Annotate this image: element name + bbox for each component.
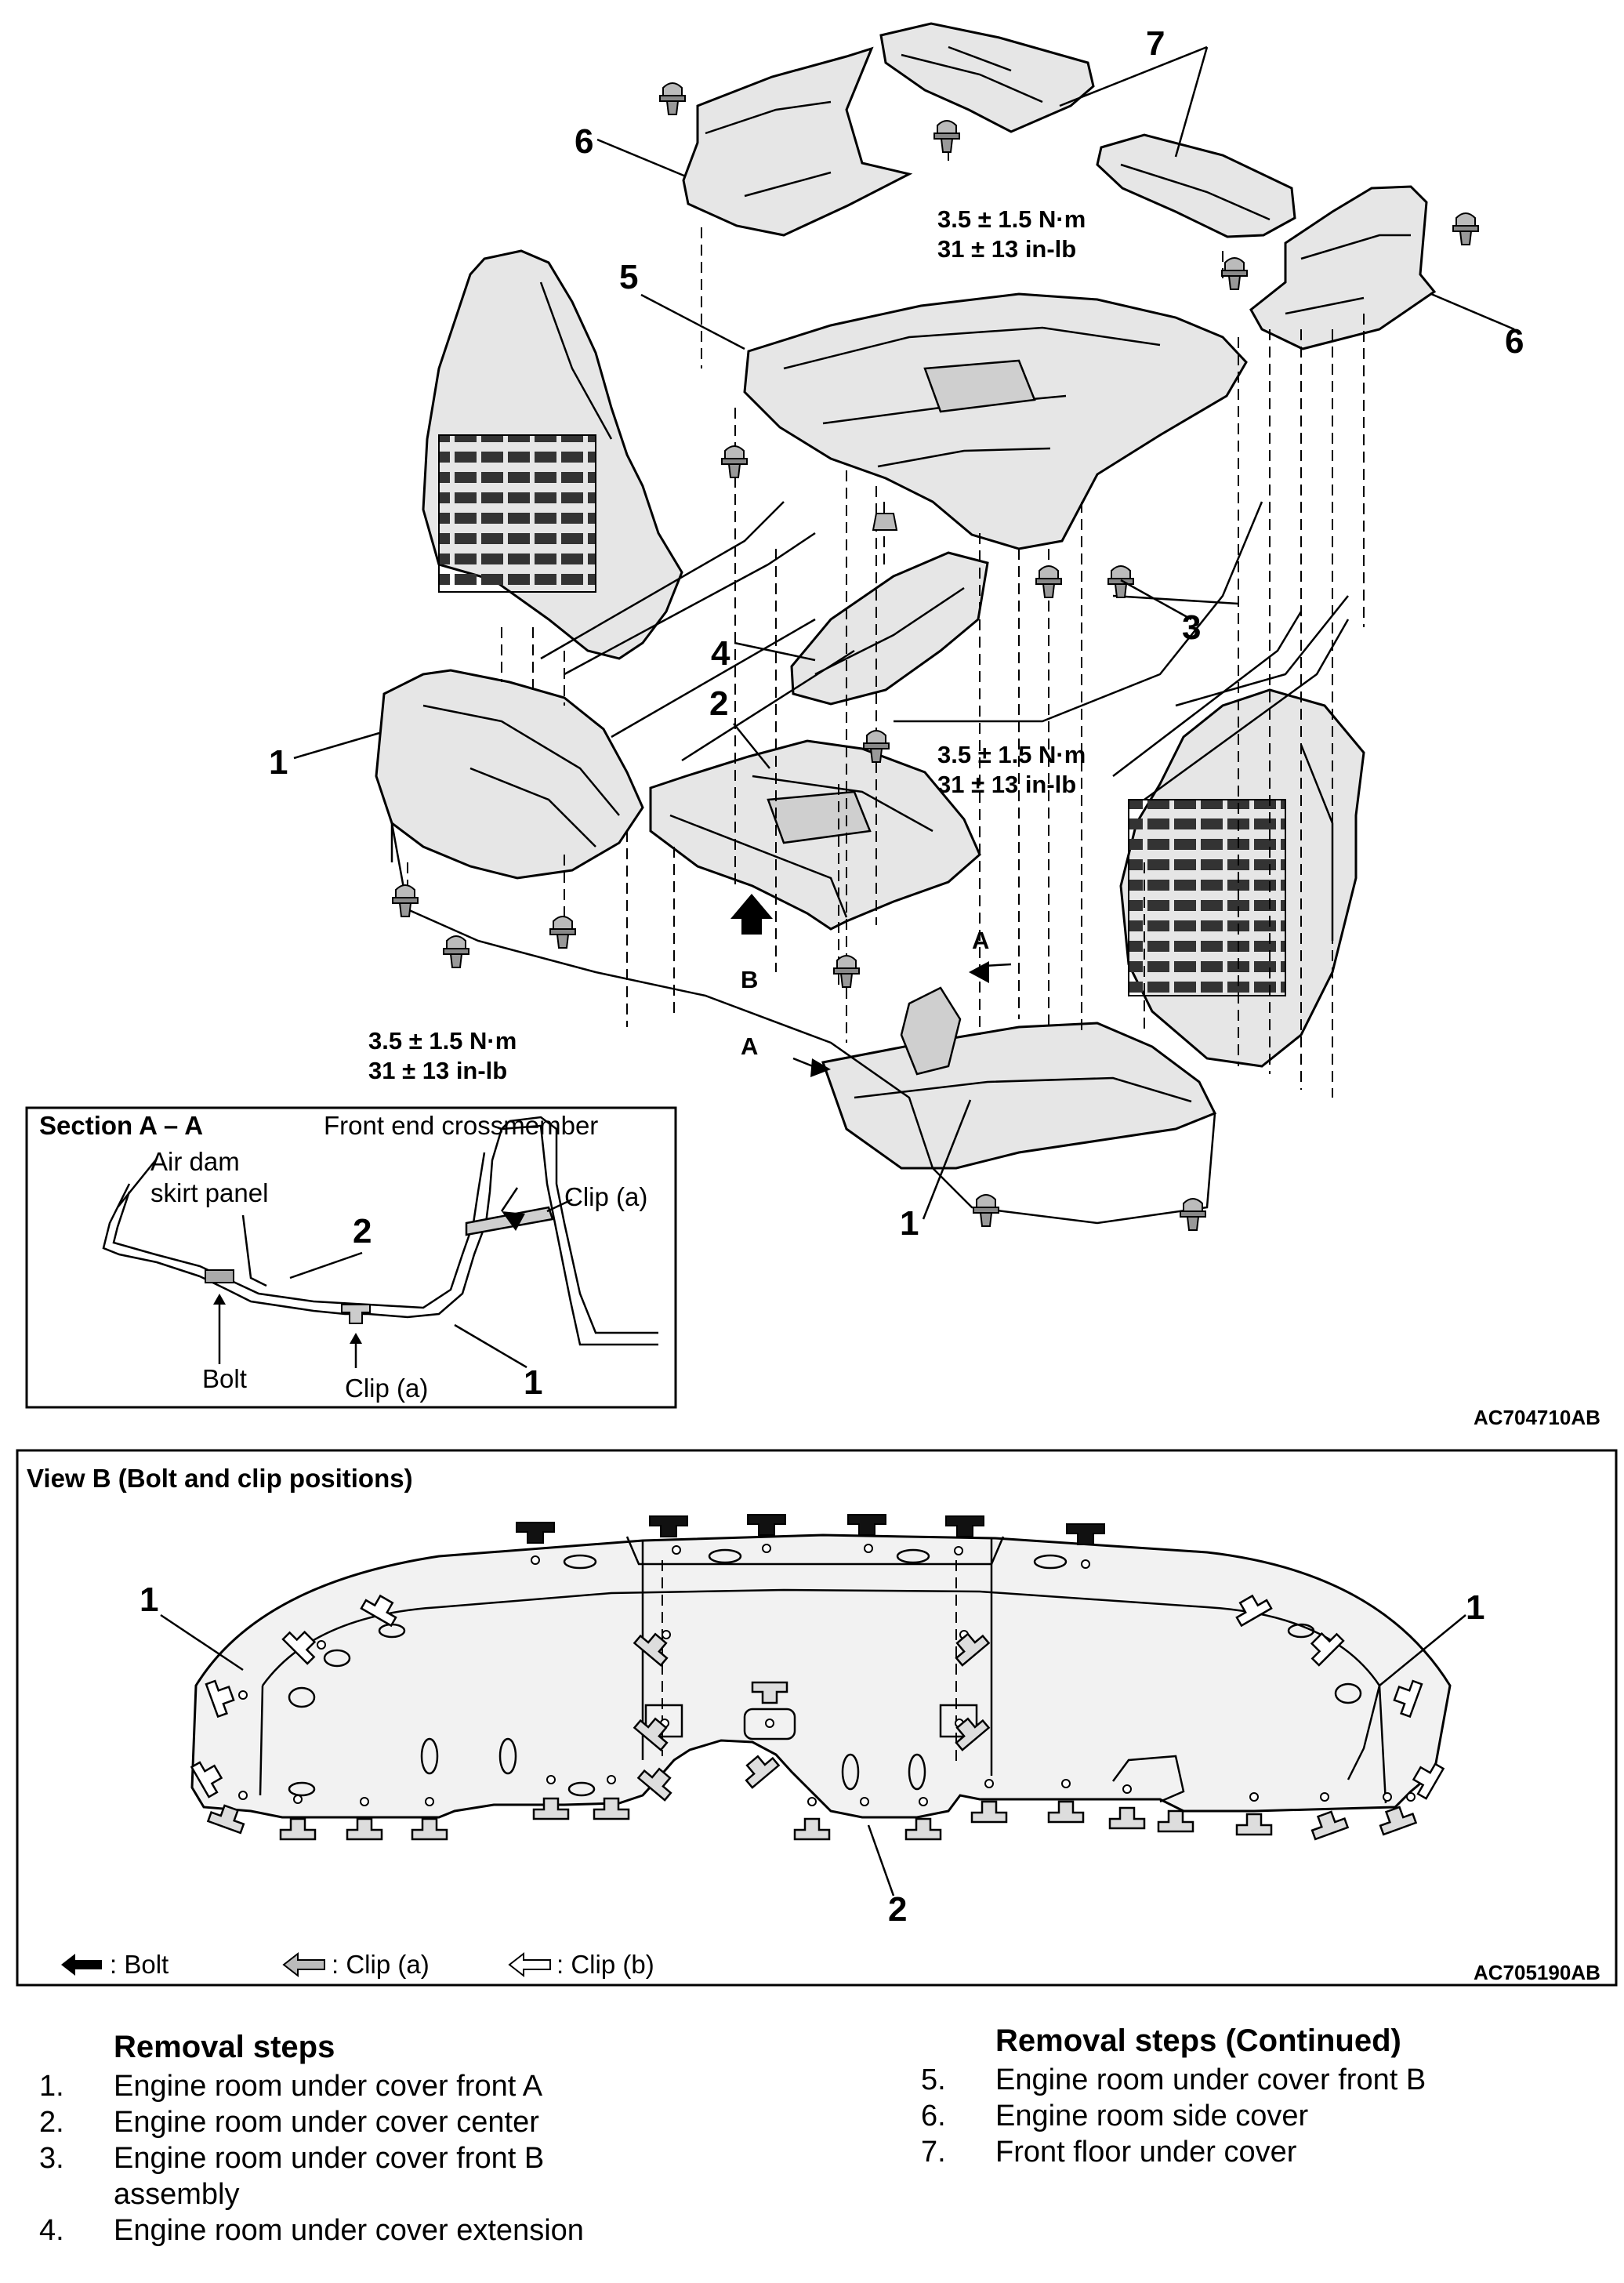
removal-steps-continued: Removal steps (Continued) 5.Engine room …	[921, 2023, 1513, 2170]
view-marker-a-left: A	[741, 1033, 758, 1060]
bolt-label: Bolt	[202, 1364, 247, 1393]
clip-a-label-bottom: Clip (a)	[345, 1374, 428, 1403]
legend-bolt-label: : Bolt	[110, 1950, 169, 1979]
right-fender-liner	[1119, 688, 1365, 1068]
removal-step: 5.Engine room under cover front B	[921, 2063, 1426, 2096]
callout-1-bottom: 1	[900, 1204, 919, 1243]
clip-b-legend-icon	[508, 1951, 551, 1978]
removal-steps-continued-title: Removal steps (Continued)	[995, 2023, 1401, 2058]
figure-code-1: AC704710AB	[1474, 1406, 1600, 1429]
torque-bottom-inlb: 31 ± 13 in-lb	[368, 1057, 507, 1084]
front-floor-under-cover-lower	[1096, 133, 1296, 238]
removal-step: 7.Front floor under cover	[921, 2136, 1297, 2169]
section-number-1: 1	[524, 1363, 542, 1402]
view-b-title: View B (Bolt and clip positions)	[27, 1464, 413, 1493]
view-b-number-1-right: 1	[1466, 1588, 1484, 1627]
callout-7: 7	[1146, 24, 1165, 63]
left-fender-liner	[422, 249, 683, 660]
removal-step: 1.Engine room under cover front A	[39, 2070, 543, 2103]
engine-room-under-cover-front-b	[743, 292, 1248, 550]
torque-top-inlb: 31 ± 13 in-lb	[937, 235, 1076, 263]
callout-5: 5	[619, 258, 638, 296]
section-drawing	[102, 1116, 658, 1369]
section-title: Section A – A	[39, 1111, 203, 1140]
legend-clip-a-label: : Clip (a)	[332, 1950, 430, 1979]
torque-middle-inlb: 31 ± 13 in-lb	[937, 771, 1076, 798]
clip-a-legend-icon	[282, 1951, 325, 1978]
callout-6-left: 6	[575, 122, 593, 161]
view-b-number-2: 2	[888, 1890, 907, 1929]
engine-room-side-cover-left	[682, 46, 913, 237]
callout-3: 3	[1182, 608, 1201, 647]
section-number-2: 2	[353, 1212, 372, 1250]
callout-2: 2	[709, 684, 728, 723]
view-arrow-a-right	[969, 961, 1012, 983]
view-b-drawing	[190, 1533, 1452, 1819]
torque-bottom-nm: 3.5 ± 1.5 N·m	[368, 1027, 517, 1054]
air-dam-label-2: skirt panel	[150, 1178, 268, 1207]
engine-room-under-cover-extension	[790, 551, 989, 706]
view-b-leaders	[160, 1613, 1466, 1896]
figure-code-2: AC705190AB	[1474, 1961, 1600, 1984]
callout-4: 4	[711, 634, 730, 673]
bolt-legend-icon	[61, 1954, 102, 1976]
engine-room-side-cover-right	[1249, 185, 1437, 350]
clip-a-label-top: Clip (a)	[564, 1182, 647, 1211]
view-b-number-1-left: 1	[140, 1581, 158, 1619]
removal-steps: Removal steps 1.Engine room under cover …	[39, 2029, 631, 2249]
clip-nut	[872, 513, 898, 531]
front-end-crossmember-label: Front end crossmember	[324, 1111, 598, 1140]
removal-step: 4.Engine room under cover extension	[39, 2214, 584, 2247]
removal-step: 6.Engine room side cover	[921, 2100, 1309, 2132]
air-dam-skirt-outline	[390, 822, 1216, 1225]
view-arrow-a-left	[792, 1057, 831, 1077]
view-marker-a-right: A	[972, 927, 989, 954]
view-arrow-b	[730, 894, 773, 935]
engine-room-under-cover-center	[649, 739, 981, 931]
callout-6-right: 6	[1505, 322, 1524, 361]
torque-top-nm: 3.5 ± 1.5 N·m	[937, 205, 1086, 233]
removal-step: 2.Engine room under cover center	[39, 2106, 539, 2139]
removal-step: 3.Engine room under cover front B assemb…	[39, 2142, 545, 2211]
removal-steps-title: Removal steps	[114, 2030, 335, 2064]
view-marker-b: B	[741, 966, 758, 993]
callout-leaders	[293, 45, 1515, 1220]
callout-1-left: 1	[269, 743, 288, 782]
alignment-lines	[407, 133, 1365, 1098]
air-dam-label-1: Air dam	[150, 1147, 240, 1176]
guide-lines	[540, 501, 1350, 801]
front-floor-under-cover-upper	[879, 22, 1095, 133]
engine-room-under-cover-front-a-left	[375, 669, 644, 880]
legend-clip-b-label: : Clip (b)	[556, 1950, 654, 1979]
torque-middle-nm: 3.5 ± 1.5 N·m	[937, 741, 1086, 768]
